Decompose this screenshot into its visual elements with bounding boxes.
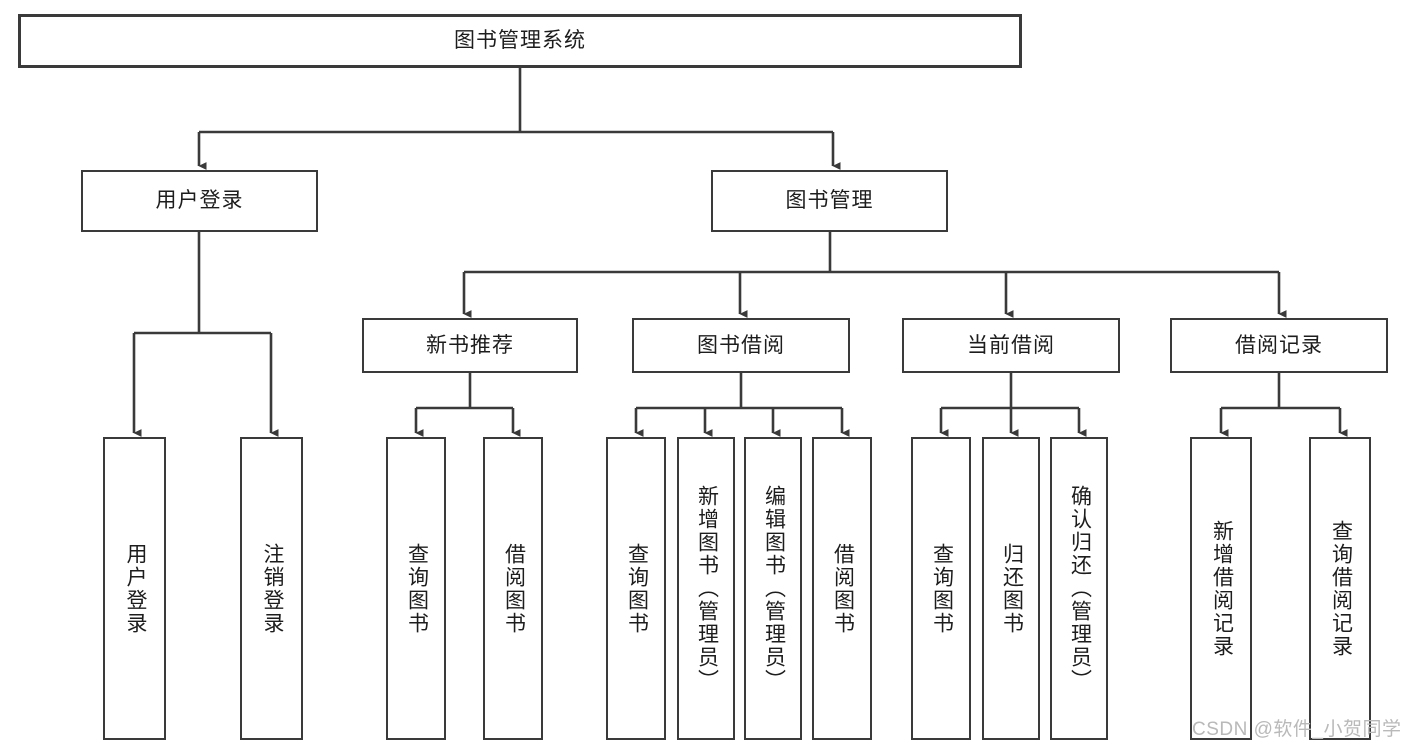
node-root-book-management-system[interactable]: 图书管理系统 xyxy=(18,14,1022,68)
leaf-node-borrow-book[interactable]: 借阅图书 xyxy=(812,437,872,740)
leaf-node-add-borrow-record-label: 新增借阅记录 xyxy=(1210,519,1234,658)
leaf-node-return-book[interactable]: 归还图书 xyxy=(982,437,1040,740)
leaf-node-query-book-recommend[interactable]: 查询图书 xyxy=(386,437,446,740)
node-new-book-recommend[interactable]: 新书推荐 xyxy=(362,318,578,373)
leaf-node-add-book-admin-label: 新增图书（管理员） xyxy=(695,485,719,692)
connector-user-login-to-leaves xyxy=(132,232,279,437)
leaf-node-borrow-book-label: 借阅图书 xyxy=(831,542,855,635)
node-borrow-record[interactable]: 借阅记录 xyxy=(1170,318,1388,373)
leaf-node-return-book-label: 归还图书 xyxy=(1000,542,1024,635)
leaf-node-query-book-recommend-label: 查询图书 xyxy=(405,542,429,635)
node-root-label: 图书管理系统 xyxy=(454,29,586,53)
connector-current-borrow-to-leaves xyxy=(939,373,1087,437)
connector-new-book-to-leaves xyxy=(414,373,521,437)
connector-root-to-level2 xyxy=(197,68,841,170)
node-book-management-label: 图书管理 xyxy=(785,189,874,213)
leaf-node-logout-label: 注销登录 xyxy=(260,542,284,635)
leaf-node-logout[interactable]: 注销登录 xyxy=(240,437,303,740)
connector-borrow-to-leaves xyxy=(634,373,850,437)
leaf-node-confirm-return-admin[interactable]: 确认归还（管理员） xyxy=(1050,437,1108,740)
leaf-node-query-book-borrow[interactable]: 查询图书 xyxy=(606,437,666,740)
leaf-node-borrow-book-recommend[interactable]: 借阅图书 xyxy=(483,437,543,740)
node-user-login[interactable]: 用户登录 xyxy=(81,170,318,232)
node-new-book-recommend-label: 新书推荐 xyxy=(426,333,514,357)
connector-record-to-leaves xyxy=(1219,373,1348,437)
connector-book-manage-to-level3 xyxy=(462,232,1287,318)
node-book-management[interactable]: 图书管理 xyxy=(711,170,948,232)
node-current-borrow-label: 当前借阅 xyxy=(967,333,1055,357)
node-user-login-label: 用户登录 xyxy=(155,189,244,213)
leaf-node-borrow-book-recommend-label: 借阅图书 xyxy=(502,542,526,635)
leaf-node-user-login[interactable]: 用户登录 xyxy=(103,437,166,740)
node-current-borrow[interactable]: 当前借阅 xyxy=(902,318,1120,373)
leaf-node-add-borrow-record[interactable]: 新增借阅记录 xyxy=(1190,437,1252,740)
leaf-node-query-borrow-record-label: 查询借阅记录 xyxy=(1329,519,1353,658)
leaf-node-query-book-borrow-label: 查询图书 xyxy=(625,542,649,635)
node-borrow-record-label: 借阅记录 xyxy=(1235,333,1323,357)
node-book-borrow[interactable]: 图书借阅 xyxy=(632,318,850,373)
leaf-node-edit-book-admin-label: 编辑图书（管理员） xyxy=(762,485,786,692)
leaf-node-query-borrow-record[interactable]: 查询借阅记录 xyxy=(1309,437,1371,740)
leaf-node-user-login-label: 用户登录 xyxy=(123,542,147,635)
leaf-node-edit-book-admin[interactable]: 编辑图书（管理员） xyxy=(744,437,802,740)
leaf-node-query-book-current-label: 查询图书 xyxy=(930,542,954,635)
leaf-node-query-book-current[interactable]: 查询图书 xyxy=(911,437,971,740)
node-book-borrow-label: 图书借阅 xyxy=(697,333,785,357)
leaf-node-confirm-return-admin-label: 确认归还（管理员） xyxy=(1068,485,1092,692)
leaf-node-add-book-admin[interactable]: 新增图书（管理员） xyxy=(677,437,735,740)
